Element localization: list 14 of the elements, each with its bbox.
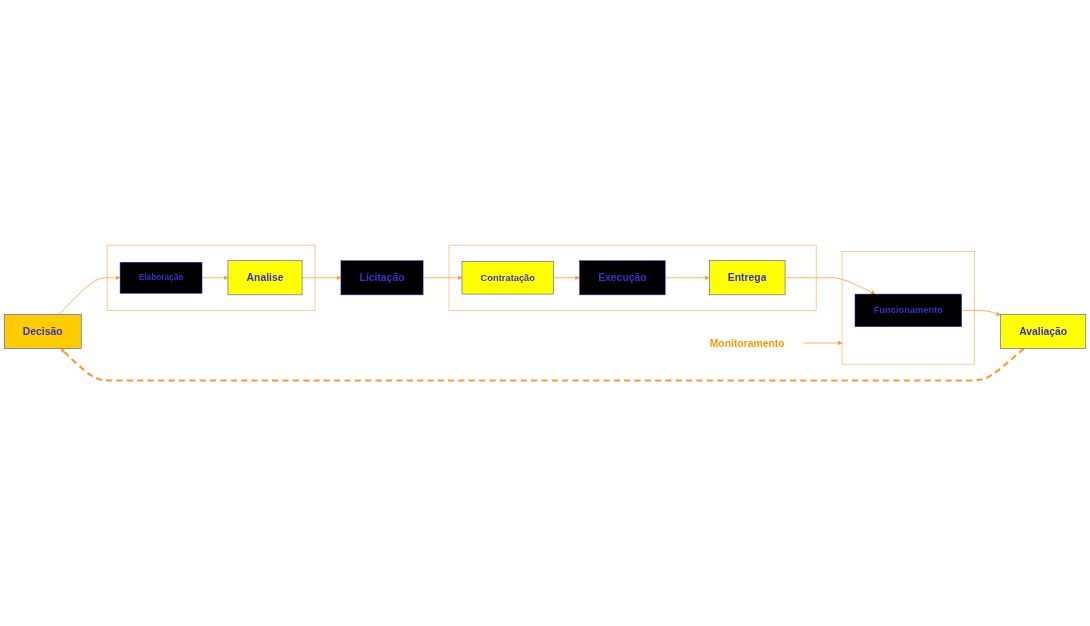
node-box: Licitação xyxy=(340,260,424,296)
cluster xyxy=(841,251,975,365)
cluster xyxy=(106,245,316,311)
cluster xyxy=(448,245,817,311)
node-box: Analise xyxy=(227,260,303,296)
node-box: Execução xyxy=(579,260,666,296)
node-box: Entrega xyxy=(708,260,786,296)
node-text: Monitoramento xyxy=(709,337,785,349)
node-box: Avaliação xyxy=(1000,314,1087,350)
node-box: Contratação xyxy=(461,261,554,295)
arrow xyxy=(60,348,1025,382)
node-box: Funcionamento xyxy=(854,294,962,328)
node-box: Decisão xyxy=(3,314,82,350)
node-box: Elaboração xyxy=(119,262,203,294)
